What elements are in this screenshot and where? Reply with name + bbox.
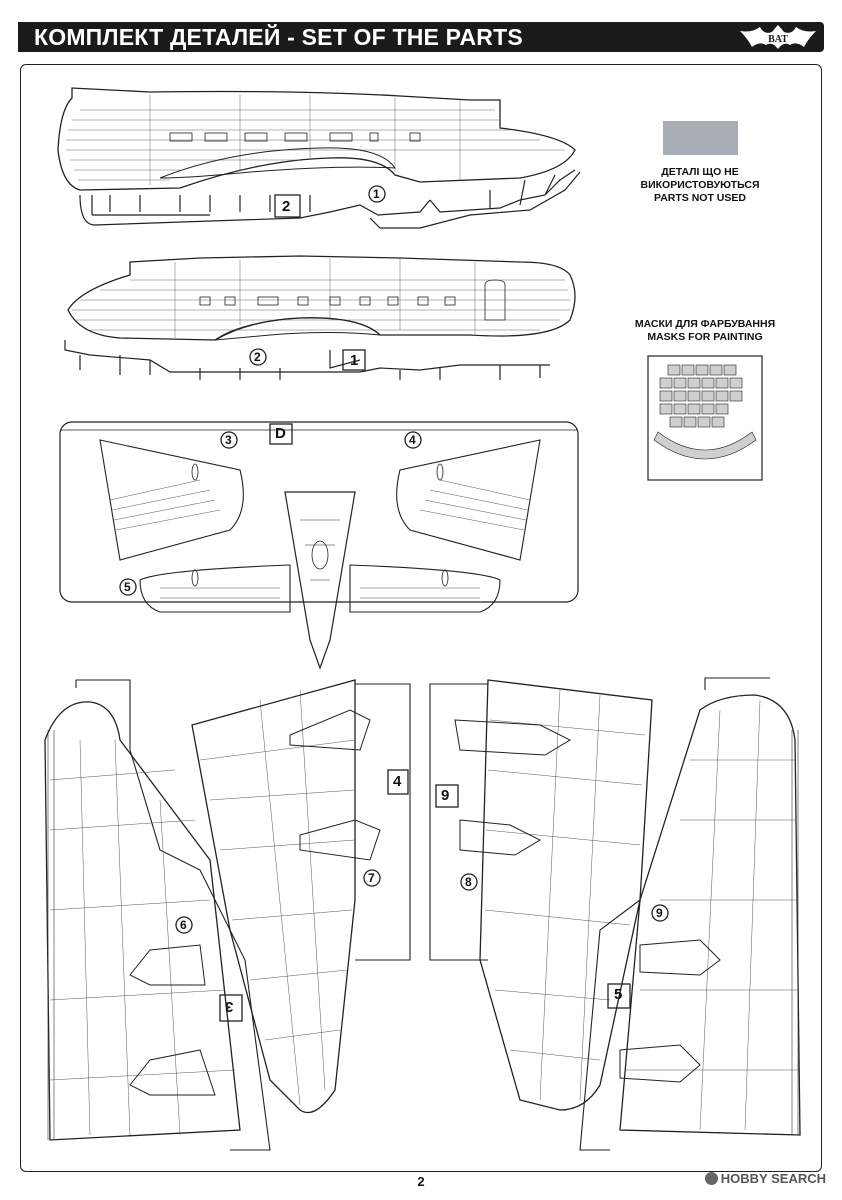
part-number-7: 7 xyxy=(368,871,375,885)
part-number-8: 8 xyxy=(465,875,472,889)
unused-parts-legend: ДЕТАЛІ ЩО НЕ ВИКОРИСТОВУЮТЬСЯ PARTS NOT … xyxy=(630,166,770,205)
page-number: 2 xyxy=(417,1174,425,1189)
wing-panel-d xyxy=(579,677,801,1151)
svg-text:BAT: BAT xyxy=(768,34,788,45)
sprue-label-2: 2 xyxy=(282,198,291,215)
parts-frame xyxy=(20,64,822,1172)
part-number-4: 4 xyxy=(409,433,416,447)
unused-parts-swatch xyxy=(663,121,738,155)
sprue-label-1: 1 xyxy=(350,352,359,369)
unused-line-1: ДЕТАЛІ ЩО НЕ xyxy=(661,166,739,178)
sprue-label-9: 9 xyxy=(441,787,450,804)
page-title: КОМПЛЕКТ ДЕТАЛЕЙ - SET OF THE PARTS xyxy=(34,24,523,50)
fuselage-half-left xyxy=(57,87,581,229)
part-number-1: 1 xyxy=(373,187,380,201)
masks-sheet xyxy=(647,355,763,481)
sprue-label-5: 5 xyxy=(614,986,623,1003)
sprue-label-4: 4 xyxy=(393,773,402,790)
watermark: HOBBY SEARCH xyxy=(704,1171,826,1186)
fuselage-half-right xyxy=(64,255,576,380)
wing-panel-a xyxy=(44,679,271,1151)
part-number-5: 5 xyxy=(124,580,131,594)
bat-logo-icon: BAT xyxy=(740,25,816,49)
masks-line-2: MASKS FOR PAINTING xyxy=(647,331,763,343)
hobby-search-icon xyxy=(704,1172,718,1185)
wing-panel-b xyxy=(191,679,411,1114)
unused-line-3: PARTS NOT USED xyxy=(654,192,746,204)
part-number-3: 3 xyxy=(225,433,232,447)
page-header: КОМПЛЕКТ ДЕТАЛЕЙ - SET OF THE PARTS BAT xyxy=(18,22,824,52)
part-number-9: 9 xyxy=(656,906,663,920)
wing-panel-c xyxy=(429,679,653,1111)
masks-legend: МАСКИ ДЛЯ ФАРБУВАННЯ MASKS FOR PAINTING xyxy=(615,318,795,344)
sprue-label-d: D xyxy=(275,425,286,442)
part-number-6: 6 xyxy=(180,918,187,932)
masks-line-1: МАСКИ ДЛЯ ФАРБУВАННЯ xyxy=(634,318,776,330)
sprue-label-3: 3 xyxy=(225,998,234,1015)
center-wing-sprue xyxy=(59,421,579,670)
unused-line-2: ВИКОРИСТОВУЮТЬСЯ xyxy=(640,179,760,191)
part-number-2: 2 xyxy=(254,350,261,364)
watermark-text: HOBBY SEARCH xyxy=(720,1171,826,1186)
